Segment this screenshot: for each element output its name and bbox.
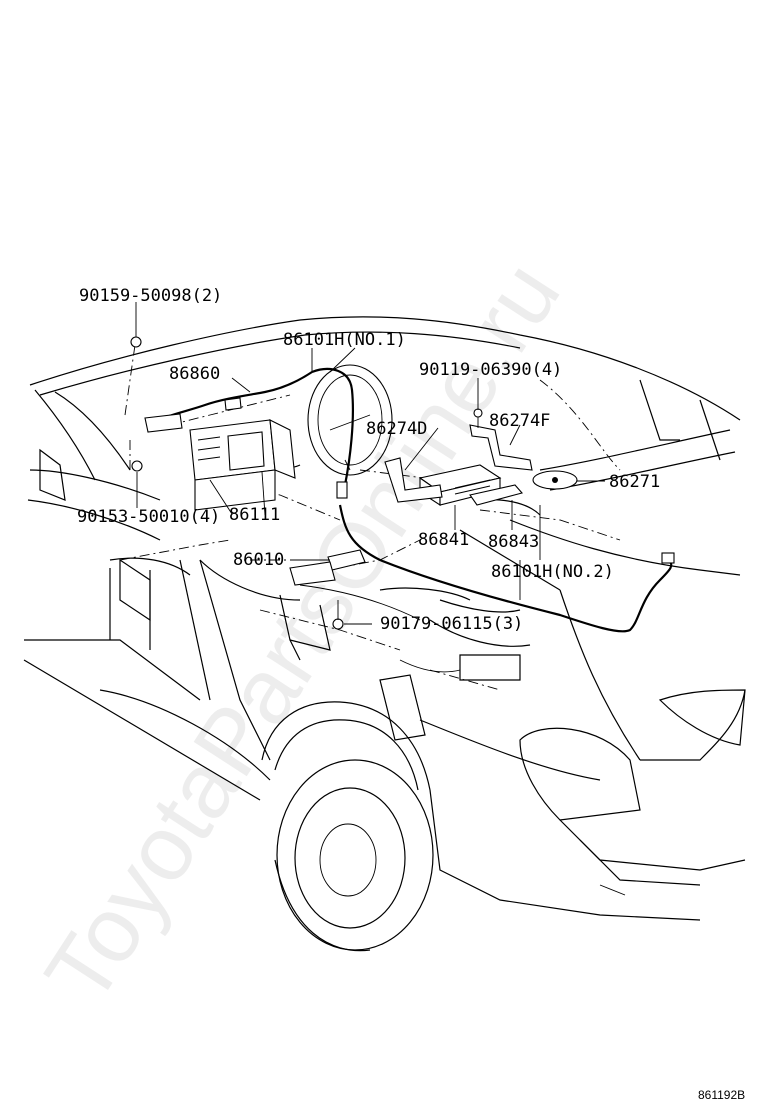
antenna-cable-no2	[338, 504, 673, 633]
part-labels: 90159-50098(2) 86101H(NO.1) 86860 90119-…	[77, 286, 660, 634]
antenna-cable-no1	[311, 367, 355, 496]
label-86010: 86010	[233, 550, 284, 570]
plate-86843	[469, 484, 523, 506]
label-86843: 86843	[488, 532, 539, 552]
screw-90159	[130, 336, 142, 348]
label-86860: 86860	[169, 364, 220, 384]
label-86274d: 86274D	[366, 419, 427, 439]
vehicle-body	[23, 316, 746, 952]
parts	[130, 336, 675, 633]
screw-90153	[131, 460, 143, 472]
label-86111: 86111	[229, 505, 280, 525]
label-clip-top: 90159-50098(2)	[79, 286, 222, 306]
label-screw-bottom: 90179-06115(3)	[380, 614, 523, 634]
screw-90179	[332, 618, 344, 630]
label-antenna-no2: 86101H(NO.2)	[491, 562, 614, 582]
leader-lines	[135, 302, 605, 625]
label-86274f: 86274F	[489, 411, 550, 431]
harness-86860	[149, 371, 313, 426]
steering-wheel	[307, 364, 393, 476]
label-86841: 86841	[418, 530, 469, 550]
bracket-86274f	[469, 424, 533, 471]
label-86271: 86271	[609, 472, 660, 492]
figure-id: 861192B	[698, 1088, 745, 1102]
bracket-86274d	[384, 457, 443, 503]
label-antenna-no1: 86101H(NO.1)	[283, 330, 406, 350]
radio-head-unit	[189, 419, 296, 511]
label-screw-right: 90119-06390(4)	[419, 360, 562, 380]
label-screw-left: 90153-50010(4)	[77, 507, 220, 527]
screw-90119	[473, 408, 483, 418]
